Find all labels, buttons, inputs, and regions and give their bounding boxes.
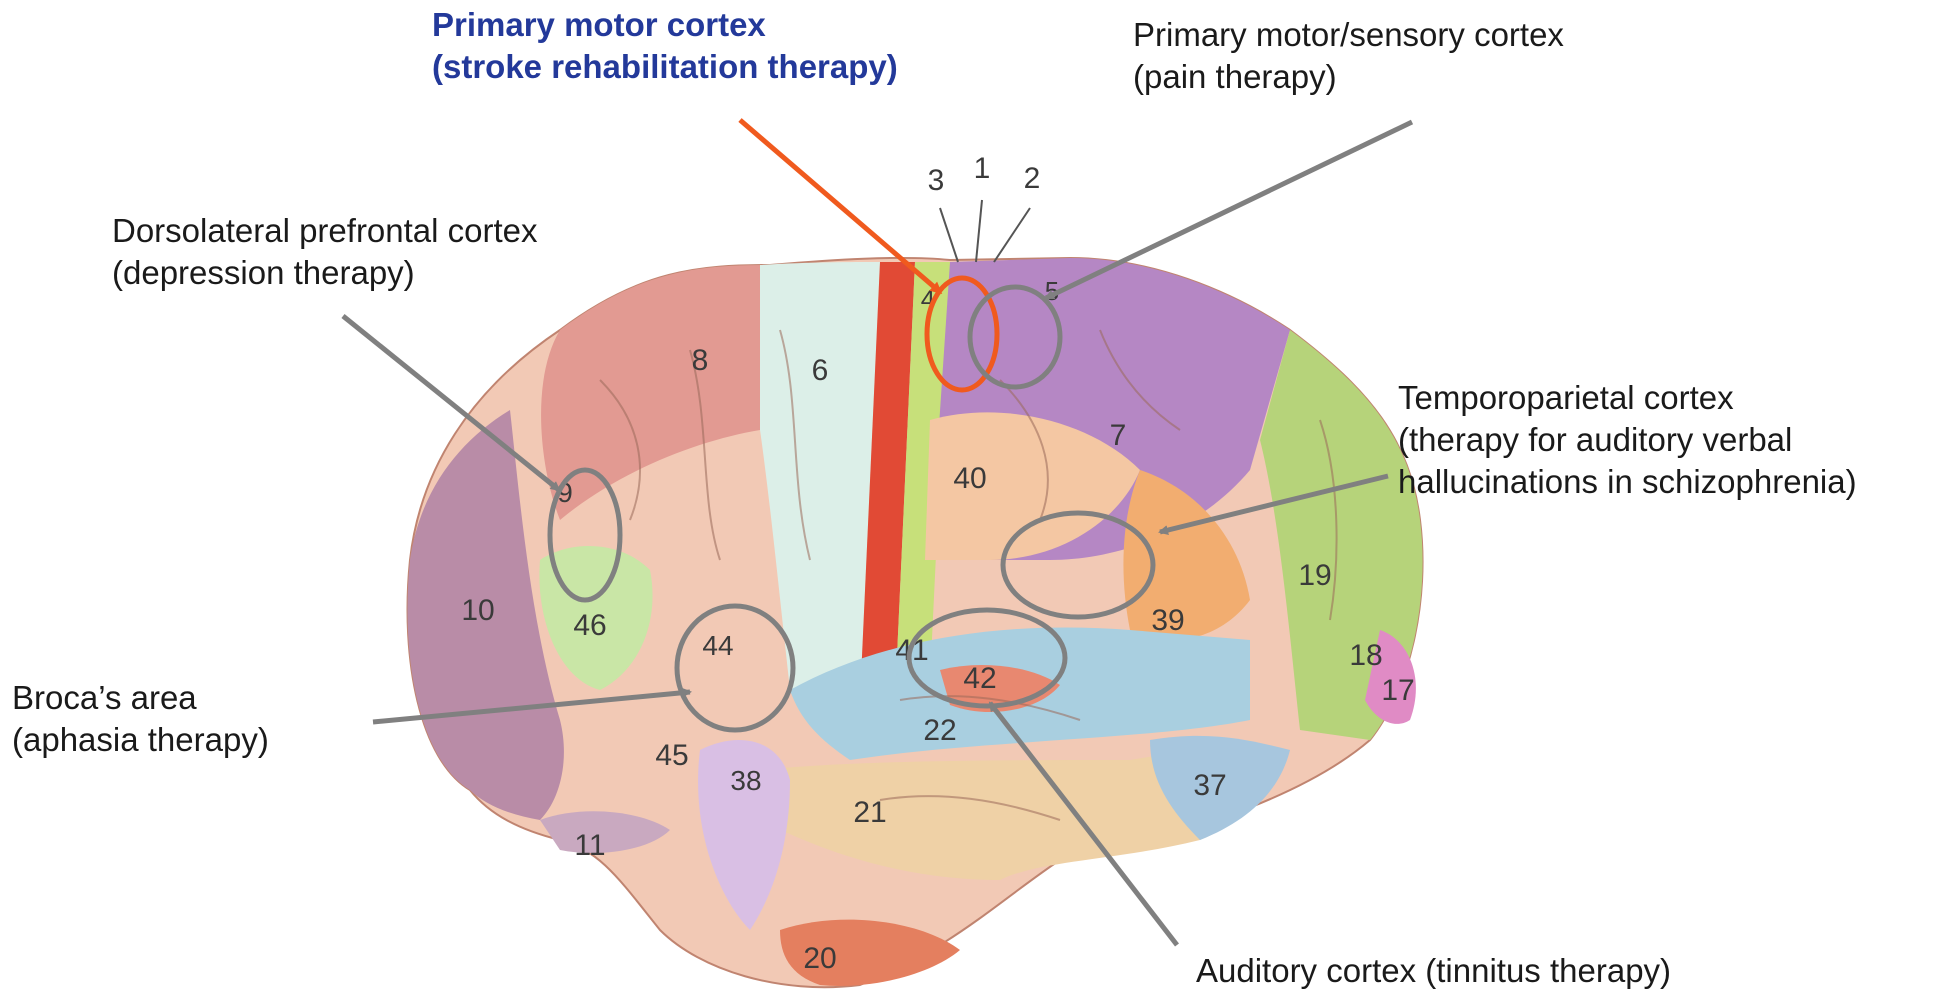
- brodmann-area-46: 46: [573, 609, 606, 642]
- caption-line: (therapy for auditory verbal: [1398, 419, 1857, 461]
- brodmann-area-44: 44: [702, 630, 733, 661]
- brodmann-area-19: 19: [1298, 559, 1331, 592]
- brodmann-area-40: 40: [953, 462, 986, 495]
- brodmann-area-7: 7: [1110, 419, 1127, 452]
- brodmann-area-17: 17: [1381, 674, 1414, 707]
- brodmann-area-2: 2: [1024, 162, 1041, 195]
- caption-line: Broca’s area: [12, 677, 269, 719]
- brodmann-area-21: 21: [853, 796, 886, 829]
- dlpfc-caption: Dorsolateral prefrontal cortex (depressi…: [112, 210, 538, 294]
- motor-sensory-arrow: [1046, 122, 1412, 298]
- caption-line: (stroke rehabilitation therapy): [432, 46, 898, 88]
- brodmann-area-10: 10: [461, 594, 494, 627]
- brodmann-area-3: 3: [928, 164, 945, 197]
- brodmann-area-22: 22: [923, 714, 956, 747]
- caption-line: Temporoparietal cortex: [1398, 377, 1857, 419]
- brodmann-area-39: 39: [1151, 604, 1184, 637]
- leader-area-1: [976, 200, 982, 262]
- brain-regions: [408, 258, 1423, 987]
- auditory-caption: Auditory cortex (tinnitus therapy): [1196, 950, 1671, 992]
- brodmann-area-45: 45: [655, 739, 688, 772]
- brodmann-area-38: 38: [730, 765, 761, 796]
- motor-sensory-caption: Primary motor/sensory cortex (pain thera…: [1133, 14, 1564, 98]
- brodmann-area-1: 1: [974, 152, 991, 185]
- motor-cortex-caption: Primary motor cortex (stroke rehabilitat…: [432, 4, 898, 88]
- leader-area-3: [940, 208, 958, 262]
- brodmann-area-11: 11: [574, 829, 605, 862]
- brodmann-area-37: 37: [1193, 769, 1226, 802]
- caption-line: (depression therapy): [112, 252, 538, 294]
- caption-line: Dorsolateral prefrontal cortex: [112, 210, 538, 252]
- brodmann-area-8: 8: [692, 344, 709, 377]
- caption-line: Auditory cortex (tinnitus therapy): [1196, 950, 1671, 992]
- caption-line: (aphasia therapy): [12, 719, 269, 761]
- temporoparietal-caption: Temporoparietal cortex (therapy for audi…: [1398, 377, 1857, 503]
- caption-line: hallucinations in schizophrenia): [1398, 461, 1857, 503]
- leader-area-2: [994, 208, 1030, 262]
- caption-line: (pain therapy): [1133, 56, 1564, 98]
- brodmann-area-6: 6: [812, 354, 829, 387]
- caption-line: Primary motor cortex: [432, 4, 898, 46]
- caption-line: Primary motor/sensory cortex: [1133, 14, 1564, 56]
- broca-caption: Broca’s area (aphasia therapy): [12, 677, 269, 761]
- brodmann-area-42: 42: [963, 662, 996, 695]
- brodmann-area-18: 18: [1349, 639, 1382, 672]
- brodmann-area-20: 20: [803, 942, 836, 975]
